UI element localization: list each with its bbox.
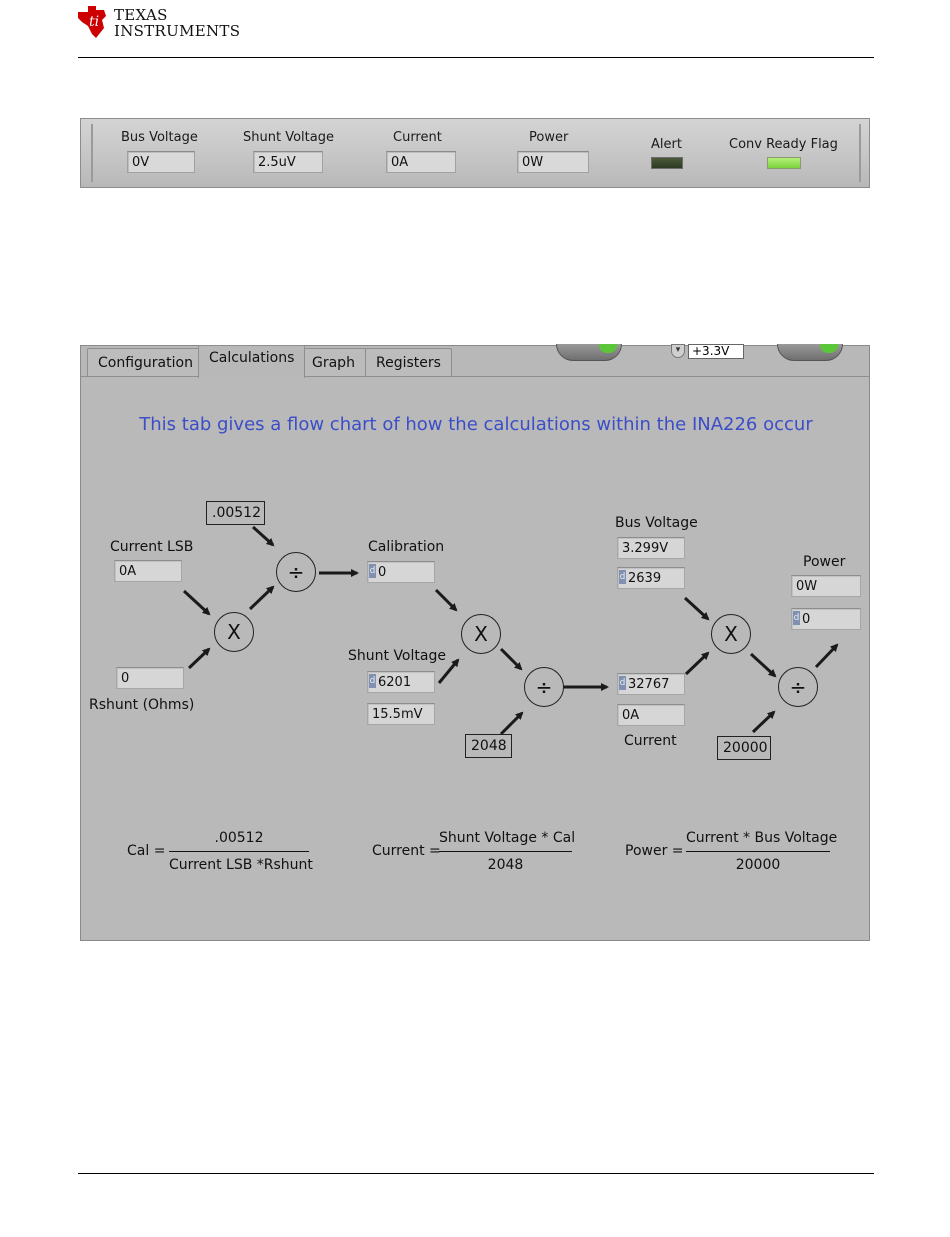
current-flow-indicator: 0A — [617, 704, 685, 726]
power-indicator: 0W — [517, 151, 589, 173]
current-raw-value: 32767 — [628, 677, 670, 692]
ti-logo-line2: INSTRUMENTS — [114, 22, 241, 40]
current-formula-lhs: Current = — [372, 843, 441, 859]
cal-formula-numerator: .00512 — [214, 830, 264, 846]
rshunt-input[interactable]: 0 — [116, 667, 184, 689]
current-formula-bar — [439, 851, 572, 852]
rshunt-label: Rshunt (Ohms) — [89, 697, 195, 713]
supply-dropdown-icon[interactable]: ▾ — [671, 344, 685, 358]
current-flow-label: Current — [624, 733, 677, 749]
power-formula-numerator: Current * Bus Voltage — [686, 830, 838, 846]
conv-ready-led — [767, 157, 801, 169]
shunt-voltage-label: Shunt Voltage — [243, 130, 334, 145]
power-formula-bar — [686, 851, 830, 852]
app-window: Configuration Calculations Graph Registe… — [80, 344, 870, 941]
current-lsb-input[interactable]: 0A — [114, 560, 182, 582]
calibration-value: 0 — [378, 565, 387, 580]
power-label: Power — [529, 130, 569, 145]
tab-configuration[interactable]: Configuration — [87, 348, 204, 376]
numeric-format-icon: d — [619, 676, 626, 690]
current-label: Current — [393, 130, 442, 145]
header-divider — [78, 57, 874, 58]
alert-led — [651, 157, 683, 169]
multiply-node-1: X — [214, 612, 254, 652]
bus-voltage-indicator: 0V — [127, 151, 195, 173]
calculations-tab-content: This tab gives a flow chart of how the c… — [81, 377, 869, 940]
divide-node-2: ÷ — [524, 667, 564, 707]
shunt-voltage-flow-indicator: 15.5mV — [367, 703, 435, 725]
svg-text:ti: ti — [89, 14, 99, 30]
ti-logo-line1: TEXAS — [114, 6, 168, 24]
power-formula-lhs: Power = — [625, 843, 684, 859]
status-panel: Bus Voltage 0V Shunt Voltage 2.5uV Curre… — [80, 118, 870, 188]
flow-arrows — [182, 525, 839, 736]
power-constant-box: 20000 — [717, 736, 771, 760]
bus-voltage-flow-label: Bus Voltage — [615, 515, 698, 531]
divide-node-3: ÷ — [778, 667, 818, 707]
current-constant-box: 2048 — [465, 734, 512, 758]
shunt-voltage-flow-label: Shunt Voltage — [348, 648, 446, 664]
power-toggle-right[interactable] — [777, 344, 843, 361]
tab-strip-line — [81, 376, 869, 377]
power-flow-label: Power — [803, 554, 846, 570]
numeric-format-icon: d — [369, 564, 376, 578]
cal-constant-box: .00512 — [206, 501, 265, 525]
status-panel-inner: Bus Voltage 0V Shunt Voltage 2.5uV Curre… — [91, 124, 861, 182]
cal-formula-bar — [169, 851, 309, 852]
multiply-node-3: X — [711, 614, 751, 654]
multiply-node-2: X — [461, 614, 501, 654]
supply-voltage-select[interactable]: +3.3V — [688, 344, 744, 359]
current-lsb-label: Current LSB — [110, 539, 194, 555]
ti-logo-icon: ti — [78, 6, 106, 38]
divide-node-1: ÷ — [276, 552, 316, 592]
power-formula-denominator: 20000 — [735, 857, 781, 873]
numeric-format-icon: d — [793, 611, 800, 625]
footer-divider — [78, 1173, 874, 1174]
tab-calculations[interactable]: Calculations — [198, 345, 306, 378]
bus-voltage-flow-indicator: 3.299V — [617, 537, 685, 559]
shunt-voltage-indicator: 2.5uV — [253, 151, 323, 173]
cal-formula-denominator: Current LSB *Rshunt — [169, 857, 313, 873]
ti-logo: ti TEXAS INSTRUMENTS — [76, 2, 246, 42]
calculations-headline: This tab gives a flow chart of how the c… — [139, 414, 813, 435]
cal-formula-lhs: Cal = — [127, 843, 166, 859]
conv-ready-label: Conv Ready Flag — [729, 137, 838, 152]
current-formula-numerator: Shunt Voltage * Cal — [439, 830, 576, 846]
alert-label: Alert — [651, 137, 682, 152]
numeric-format-icon: d — [369, 674, 376, 688]
current-formula-denominator: 2048 — [487, 857, 524, 873]
tab-graph[interactable]: Graph — [301, 348, 366, 376]
numeric-format-icon: d — [619, 570, 626, 584]
shunt-voltage-raw-value: 6201 — [378, 675, 412, 690]
power-raw-value: 0 — [802, 612, 811, 627]
power-toggle-left[interactable] — [556, 344, 622, 361]
bus-voltage-raw-value: 2639 — [628, 571, 662, 586]
calibration-label: Calibration — [368, 539, 445, 555]
power-flow-indicator: 0W — [791, 575, 861, 597]
bus-voltage-label: Bus Voltage — [121, 130, 198, 145]
current-indicator: 0A — [386, 151, 456, 173]
tab-registers[interactable]: Registers — [365, 348, 452, 376]
